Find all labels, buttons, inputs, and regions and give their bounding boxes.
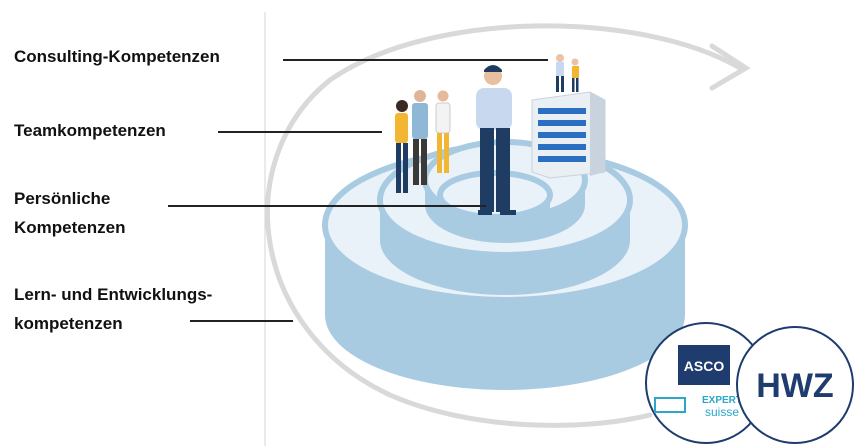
label-learning-1: Lern- und Entwicklungs- [14, 285, 213, 304]
asco-expertsuisse-logo: ASCO EXPERT suisse [645, 322, 767, 444]
leader-consulting [283, 59, 548, 61]
hwz-text: HWZ [756, 367, 833, 405]
cycle-arrow [265, 23, 751, 428]
main-person-figure [476, 65, 516, 215]
label-personal-2: Kompetenzen [14, 218, 126, 237]
leader-learning [190, 320, 293, 322]
hwz-logo: HWZ [736, 326, 854, 444]
label-learning-2: kompetenzen [14, 314, 123, 333]
team-figures [395, 90, 451, 193]
leader-personal [168, 205, 486, 207]
office-building-icon [531, 91, 606, 179]
label-personal-1: Persönliche [14, 189, 111, 208]
asco-text: ASCO [684, 358, 725, 374]
consultants-figures [556, 54, 579, 92]
suisse-text: suisse [705, 405, 739, 419]
label-team: Teamkompetenzen [14, 121, 166, 140]
label-consulting: Consulting-Kompetenzen [14, 47, 220, 66]
leader-team [218, 131, 382, 133]
expert-text: EXPERT [702, 395, 742, 406]
